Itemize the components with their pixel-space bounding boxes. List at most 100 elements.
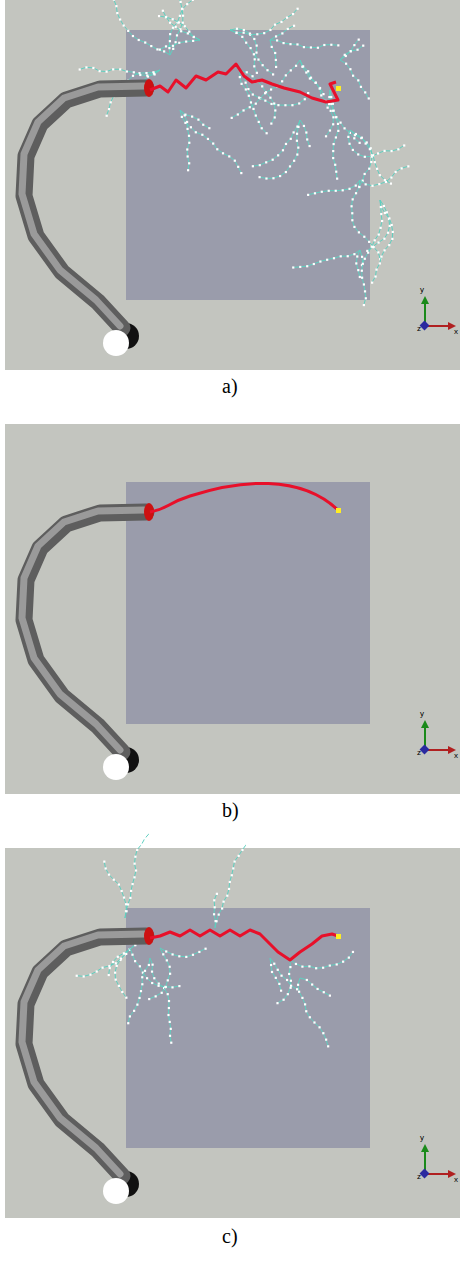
tree-node bbox=[361, 256, 363, 258]
tree-node bbox=[245, 843, 247, 845]
tree-node bbox=[126, 70, 128, 72]
tree-node bbox=[357, 79, 359, 81]
tree-node bbox=[269, 97, 271, 99]
tree-node bbox=[158, 15, 160, 17]
tree-node bbox=[214, 906, 216, 908]
tree-node bbox=[165, 16, 167, 18]
tree-branch bbox=[330, 90, 360, 143]
tree-node bbox=[352, 149, 354, 151]
tree-node bbox=[208, 127, 210, 129]
tree-node bbox=[389, 225, 391, 227]
tree-node bbox=[169, 1035, 171, 1037]
tree-node bbox=[181, 8, 183, 10]
tree-branch bbox=[270, 26, 294, 40]
tree-node bbox=[308, 965, 310, 967]
tree-branch bbox=[270, 40, 276, 67]
tree-node bbox=[377, 152, 379, 154]
tree-node bbox=[228, 155, 230, 157]
tree-node bbox=[236, 28, 238, 30]
tree-node bbox=[296, 125, 298, 127]
axis-letter: y bbox=[420, 1134, 424, 1142]
tree-branch bbox=[350, 130, 372, 187]
panel-letter: b) bbox=[222, 800, 239, 820]
tree-node bbox=[103, 861, 105, 863]
tree-node bbox=[360, 86, 362, 88]
tree-node bbox=[299, 266, 301, 268]
tree-node bbox=[330, 44, 332, 46]
tree-node bbox=[336, 963, 338, 965]
tree-node bbox=[250, 101, 252, 103]
tree-node bbox=[129, 1015, 131, 1017]
tree-node bbox=[144, 837, 146, 839]
tree-node bbox=[146, 74, 148, 76]
tree-node bbox=[188, 135, 190, 137]
tree-node bbox=[164, 986, 166, 988]
tree-node bbox=[401, 167, 403, 169]
tree-node bbox=[397, 148, 399, 150]
tree-node bbox=[296, 153, 298, 155]
tree-node bbox=[310, 46, 312, 48]
tree-branch bbox=[340, 60, 369, 98]
tree-node bbox=[245, 42, 247, 44]
tree-node bbox=[330, 96, 332, 98]
tree-node bbox=[110, 101, 112, 103]
tree-node bbox=[141, 976, 143, 978]
tree-node bbox=[216, 893, 218, 895]
tree-node bbox=[138, 39, 140, 41]
tree-branch bbox=[230, 9, 298, 35]
tree-node bbox=[327, 107, 329, 109]
tree-node bbox=[383, 205, 385, 207]
tree-node bbox=[304, 98, 306, 100]
tree-node bbox=[309, 145, 311, 147]
tree-node bbox=[204, 948, 206, 950]
tree-node bbox=[342, 961, 344, 963]
tree-branch bbox=[277, 960, 290, 1003]
tree-node bbox=[365, 142, 367, 144]
tree-node bbox=[349, 68, 351, 70]
tree-node bbox=[149, 832, 151, 834]
tree-node bbox=[151, 982, 153, 984]
tree-branch bbox=[180, 110, 241, 173]
tree-node bbox=[340, 255, 342, 257]
tree-node bbox=[115, 962, 117, 964]
tree-node bbox=[243, 29, 245, 31]
tree-node bbox=[309, 1016, 311, 1018]
tree-node bbox=[350, 50, 352, 52]
tree-node bbox=[311, 983, 313, 985]
tree-node bbox=[313, 263, 315, 265]
tree-node bbox=[272, 177, 274, 179]
tree-node bbox=[178, 955, 180, 957]
tree-branch bbox=[360, 166, 408, 185]
tree-node bbox=[355, 184, 357, 186]
tree-node bbox=[112, 68, 114, 70]
tree-node bbox=[274, 109, 276, 111]
tree-node bbox=[165, 16, 167, 18]
tree-node bbox=[361, 270, 363, 272]
tree-branch bbox=[270, 40, 338, 48]
tree-node bbox=[108, 874, 110, 876]
tree-node bbox=[307, 70, 309, 72]
tree-node bbox=[356, 255, 358, 257]
tree-branch bbox=[128, 958, 150, 1023]
tree-branch bbox=[300, 60, 323, 94]
tree-node bbox=[265, 161, 267, 163]
tree-node bbox=[281, 80, 283, 82]
tree-node bbox=[195, 131, 197, 133]
tree-node bbox=[364, 156, 366, 158]
tree-node bbox=[261, 127, 263, 129]
tree-node bbox=[222, 152, 224, 154]
tree-node bbox=[99, 70, 101, 72]
tree-node bbox=[266, 69, 268, 71]
tree-node bbox=[362, 45, 364, 47]
tree-node bbox=[314, 82, 316, 84]
tree-node bbox=[139, 965, 141, 967]
axis-letter: y bbox=[420, 286, 424, 294]
tree-node bbox=[241, 36, 243, 38]
tree-node bbox=[335, 190, 337, 192]
tree-node bbox=[323, 44, 325, 46]
tree-node bbox=[190, 126, 192, 128]
tree-node bbox=[343, 127, 345, 129]
tree-node bbox=[187, 155, 189, 157]
tree-node bbox=[328, 103, 330, 105]
